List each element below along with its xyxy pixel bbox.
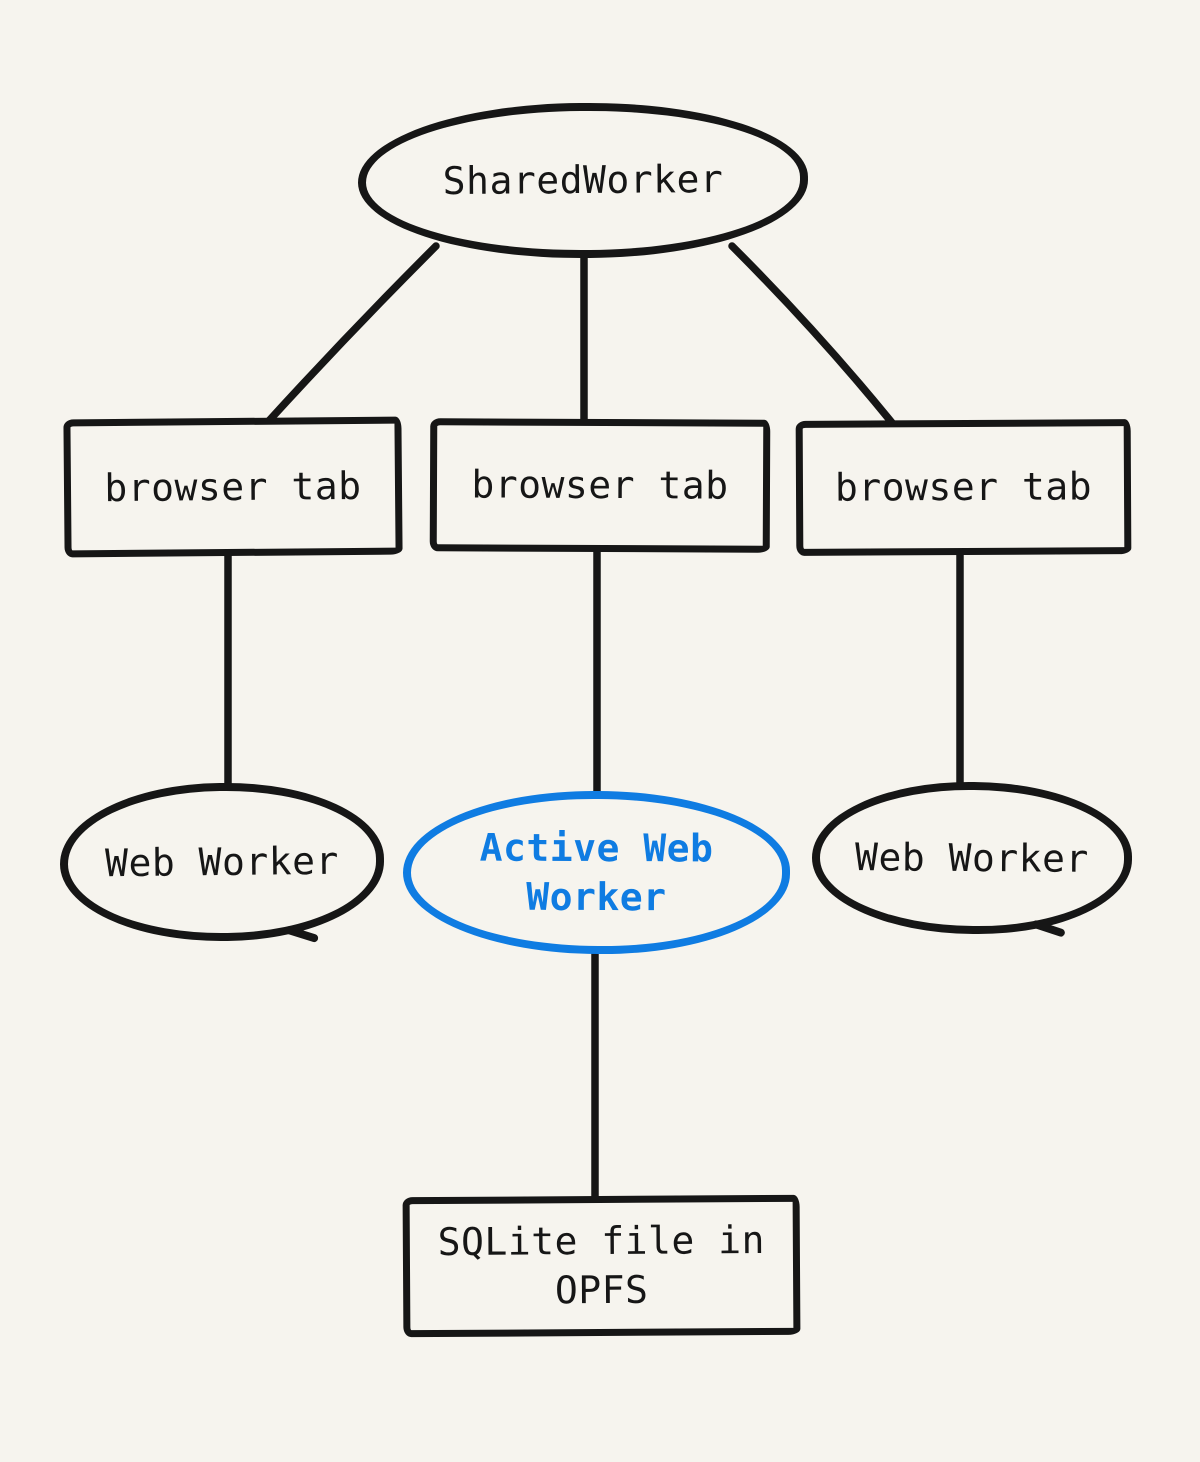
node-web-worker-right: Web Worker xyxy=(811,780,1133,938)
node-active-web-worker-label: Active Web Worker xyxy=(479,825,714,919)
node-browser-tab-right-label: browser tab xyxy=(834,464,1093,510)
node-web-worker-right-label: Web Worker xyxy=(854,834,1090,881)
node-browser-tab-left-label: browser tab xyxy=(104,463,362,510)
node-shared-worker-label: SharedWorker xyxy=(442,157,724,204)
node-sqlite-opfs-label: SQLite file in OPFS xyxy=(437,1218,766,1313)
edge-sharedworker-tableft xyxy=(262,242,440,428)
node-browser-tab-right: browser tab xyxy=(795,419,1132,556)
edge-sharedworker-tabright xyxy=(728,242,897,428)
node-browser-tab-left: browser tab xyxy=(63,416,403,558)
node-sqlite-opfs: SQLite file in OPFS xyxy=(402,1194,801,1338)
node-browser-tab-center: browser tab xyxy=(429,418,771,553)
node-browser-tab-center-label: browser tab xyxy=(471,462,729,508)
node-web-worker-left-label: Web Worker xyxy=(104,838,340,885)
node-active-web-worker: Active Web Worker xyxy=(402,790,791,955)
